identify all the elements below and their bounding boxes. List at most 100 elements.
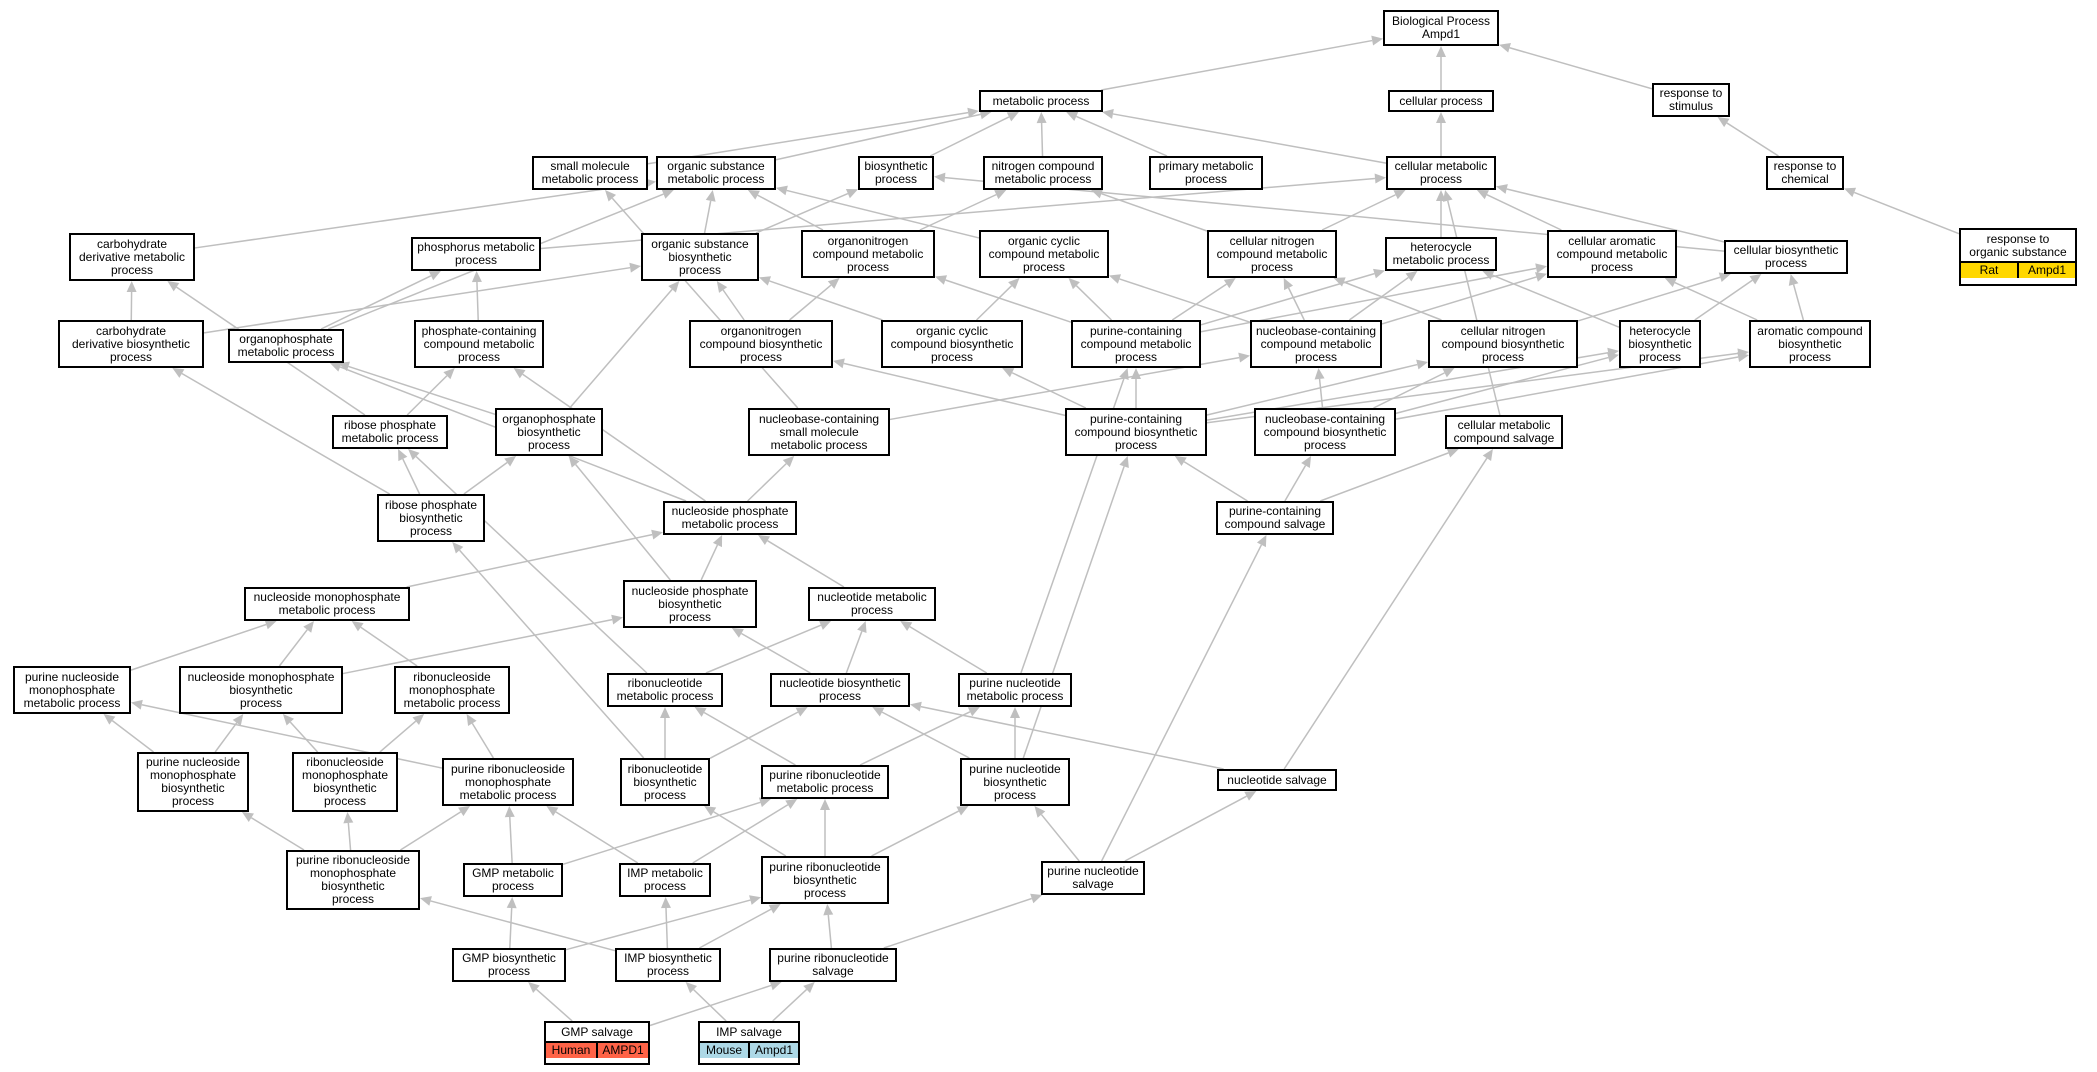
edge-osbp-to-biop — [755, 192, 849, 234]
edge-nts-to-cmcs — [1283, 457, 1488, 770]
edge-nsmpbp-to-nspbp — [342, 618, 613, 675]
term-label-line: carbohydrate — [95, 323, 167, 338]
term-label-line: process — [643, 879, 687, 893]
term-node-nts[interactable]: nucleotide salvage — [1217, 769, 1337, 791]
arrowhead — [1499, 42, 1511, 53]
term-label-line: process — [668, 609, 711, 624]
term-label-line: process — [239, 695, 283, 710]
arrowhead — [1737, 352, 1749, 362]
edge-nts-to-ntbp — [920, 705, 1224, 770]
term-label-line: organic substance — [667, 159, 765, 173]
term-node-mp[interactable]: metabolic process — [979, 90, 1103, 112]
edge-opbp-to-osbp — [569, 288, 673, 409]
term-label-line: compound metabolic — [988, 246, 1100, 261]
arrowhead — [1030, 893, 1043, 904]
arrowhead — [167, 281, 180, 292]
arrowhead — [443, 368, 455, 380]
edge-hbp-to-cbp — [1694, 279, 1753, 321]
term-label-line: process — [487, 964, 530, 978]
arrowhead — [452, 542, 464, 554]
arrowhead — [1442, 190, 1453, 202]
term-label-line: GMP salvage — [561, 1025, 633, 1039]
term-label-line: compound metabolic — [423, 336, 535, 351]
term-label-line: purine nucleotide — [1047, 864, 1139, 878]
edge-gmpbp-to-gmpmp — [509, 907, 513, 949]
term-node-cp[interactable]: cellular process — [1388, 90, 1494, 112]
edge-occbp-to-osbp — [769, 280, 883, 321]
term-label-line: metabolic process — [459, 787, 557, 802]
term-label-line: organonitrogen — [827, 233, 909, 248]
edge-rnsmpmp-to-nsmpmp — [360, 626, 418, 667]
edge-onmp-to-osmp — [757, 194, 824, 231]
arrowhead — [408, 449, 420, 461]
edge-ntmp-to-nspmp — [767, 540, 845, 588]
edge-pntbp-to-pucbp — [1022, 466, 1125, 759]
